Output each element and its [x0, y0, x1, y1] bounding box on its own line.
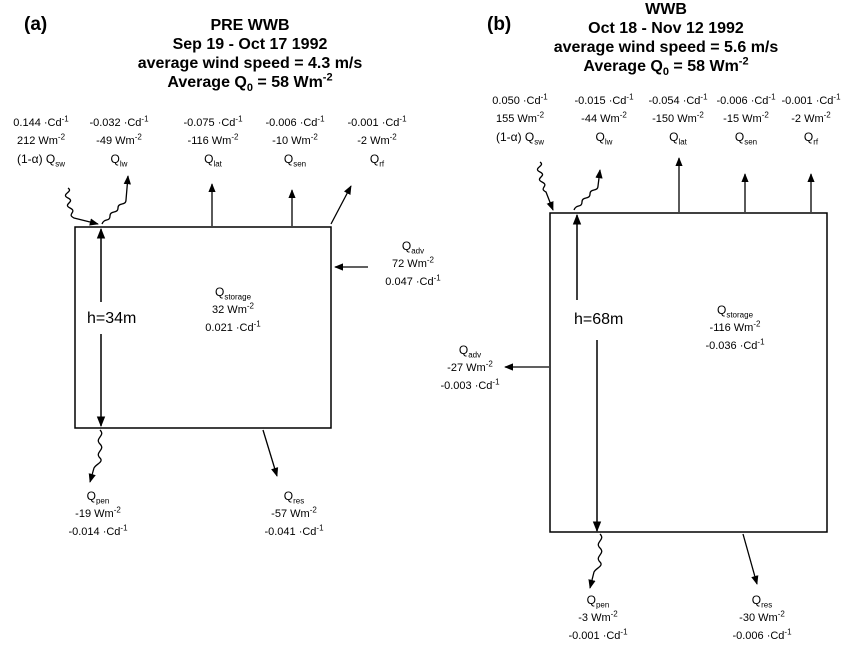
- title-line3: average wind speed = 4.3 m/s: [137, 55, 363, 72]
- flux-lat-a: -0.075 ·Cd-1 -116 Wm-2 Qlat: [183, 114, 243, 169]
- flux-res-a: Qres -57 Wm-2 -0.041 ·Cd-1: [264, 489, 324, 538]
- flux-lw-a: -0.032 ·Cd-1 -49 Wm-2 Qlw: [89, 114, 149, 169]
- flux-lat-b: -0.054 ·Cd-1 -150 Wm-2 Qlat: [648, 92, 708, 147]
- flux-pen-b: Qpen -3 Wm-2 -0.001 ·Cd-1: [568, 593, 628, 642]
- res-arrow-a: [262, 429, 279, 477]
- title-line4: Average Q0 = 58 Wm-2: [167, 71, 333, 95]
- title-line3: average wind speed = 5.6 m/s: [553, 39, 779, 56]
- flux-sw-a: 0.144 ·Cd-1 212 Wm-2 (1-α) Qsw: [13, 114, 69, 169]
- title-line1: WWB: [645, 1, 687, 18]
- depth-label-b: h=68m: [574, 311, 624, 329]
- flux-storage-a: Qstorage 32 Wm-2 0.021 ·Cd-1: [205, 285, 261, 334]
- flux-sen-a: -0.006 ·Cd-1 -10 Wm-2 Qsen: [265, 114, 325, 169]
- pen-arrow-b: [588, 533, 603, 589]
- rf-arrow-a: [330, 185, 352, 225]
- flux-rf-a: -0.001 ·Cd-1 -2 Wm-2 Qrf: [347, 114, 407, 169]
- flux-lw-b: -0.015 ·Cd-1 -44 Wm-2 Qlw: [574, 92, 634, 147]
- title-line2: Oct 18 - Nov 12 1992: [588, 20, 744, 37]
- flux-res-b: Qres -30 Wm-2 -0.006 ·Cd-1: [732, 593, 792, 642]
- mixed-layer-box-b: [549, 212, 828, 533]
- panel-b-label: (b): [487, 14, 512, 35]
- flux-adv-b: Qadv -27 Wm-2 -0.003 ·Cd-1: [440, 343, 500, 392]
- sw-arrow-a: [64, 187, 99, 226]
- flux-rf-b: -0.001 ·Cd-1 -2 Wm-2 Qrf: [781, 92, 841, 147]
- depth-label-a: h=34m: [87, 310, 137, 328]
- lw-arrow-b: [573, 169, 603, 211]
- title-line2: Sep 19 - Oct 17 1992: [172, 36, 328, 53]
- panel-a-label: (a): [24, 14, 48, 35]
- flux-adv-a: Qadv 72 Wm-2 0.047 ·Cd-1: [385, 239, 441, 288]
- mixed-layer-box-a: [74, 226, 332, 429]
- res-arrow-b: [742, 533, 759, 585]
- flux-sw-b: 0.050 ·Cd-1 155 Wm-2 (1-α) Qsw: [492, 92, 548, 147]
- title-line1: PRE WWB: [210, 17, 290, 34]
- panel-b-title: WWB Oct 18 - Nov 12 1992 average wind sp…: [496, 0, 836, 79]
- title-line4: Average Q0 = 58 Wm-2: [583, 55, 749, 79]
- flux-pen-a: Qpen -19 Wm-2 -0.014 ·Cd-1: [68, 489, 128, 538]
- pen-arrow-a: [88, 429, 103, 483]
- flux-storage-b: Qstorage -116 Wm-2 -0.036 ·Cd-1: [705, 303, 765, 352]
- sw-arrow-b: [536, 161, 554, 211]
- lw-arrow-a: [101, 175, 131, 225]
- flux-sen-b: -0.006 ·Cd-1 -15 Wm-2 Qsen: [716, 92, 776, 147]
- panel-a-title: PRE WWB Sep 19 - Oct 17 1992 average win…: [80, 16, 420, 95]
